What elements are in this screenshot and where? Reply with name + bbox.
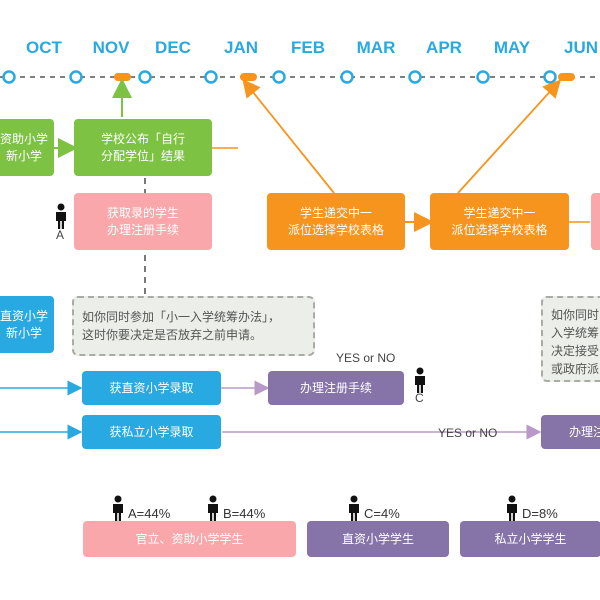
note-decision: 如你同时参加「小一入学统筹办法」， 这时你要决定是否放弃之前申请。: [72, 296, 315, 356]
box-direct-primary-left: 直资小学 新小学: [0, 296, 54, 353]
box-direct-students: 直资小学学生: [307, 521, 449, 557]
timeline-node: [2, 70, 16, 84]
timeline-node: [138, 70, 152, 84]
timeline-marker: [558, 73, 575, 81]
arrow-orange1-to-jan: [242, 78, 335, 194]
box-submit-form-2: 学生递交中一 派位选择学校表格: [430, 193, 569, 250]
box-gov-aided-students: 官立、资助小学学生: [83, 521, 296, 557]
month-dec: DEC: [155, 38, 191, 57]
person-icon-stat-d: [507, 495, 517, 521]
person-icon-a: [56, 203, 66, 229]
arrow-orange2-to-jun: [457, 79, 562, 194]
timeline-marker: [240, 73, 257, 81]
timeline-node: [204, 70, 218, 84]
month-nov: NOV: [92, 38, 130, 57]
box-private-admit: 获私立小学录取: [82, 415, 221, 449]
box-school-announce: 学校公布「自行 分配学位」结果: [74, 119, 212, 176]
month-apr: APR: [426, 38, 462, 57]
month-jan: JAN: [223, 38, 258, 57]
person-label-a: A: [56, 228, 65, 242]
person-icon-stat-b: [208, 495, 218, 521]
box-register-right: 办理注: [541, 415, 600, 449]
box-register-c: 办理注册手续: [268, 371, 404, 405]
stat-label-d: D=8%: [522, 506, 558, 521]
timeline-node: [340, 70, 354, 84]
timeline-marker: [114, 73, 131, 81]
timeline-nodes: [2, 70, 557, 84]
box-direct-admit: 获直资小学录取: [82, 371, 221, 405]
month-jun: JUN: [563, 38, 598, 57]
stat-label-a: A=44%: [128, 506, 171, 521]
month-may: MAY: [493, 38, 531, 57]
person-icon-stat-a: [113, 495, 123, 521]
timeline-node: [408, 70, 422, 84]
box-submit-form-1: 学生递交中一 派位选择学校表格: [267, 193, 405, 250]
person-label-c: C: [415, 391, 424, 405]
box-right-edge-pink: [591, 193, 600, 250]
month-mar: MAR: [356, 38, 396, 57]
box-registration-a: 获取录的学生 办理注册手续: [74, 193, 212, 250]
person-icon-stat-c: [349, 495, 359, 521]
month-feb: FEB: [291, 38, 325, 57]
stat-label-b: B=44%: [223, 506, 266, 521]
note-decision-right: 如你同时 入学统筹 决定接受 或政府派: [541, 296, 600, 382]
yesno-label-private: YES or NO: [438, 426, 498, 440]
timeline-node: [69, 70, 83, 84]
timeline-node: [476, 70, 490, 84]
month-oct: OCT: [26, 38, 62, 57]
timeline-node: [272, 70, 286, 84]
timeline-node: [543, 70, 557, 84]
person-icon-c: [415, 367, 425, 393]
stat-label-c: C=4%: [364, 506, 400, 521]
box-new-primary-left: 资助小学 新小学: [0, 119, 54, 176]
box-private-students: 私立小学学生: [460, 521, 600, 557]
yesno-label-register: YES or NO: [336, 351, 396, 365]
